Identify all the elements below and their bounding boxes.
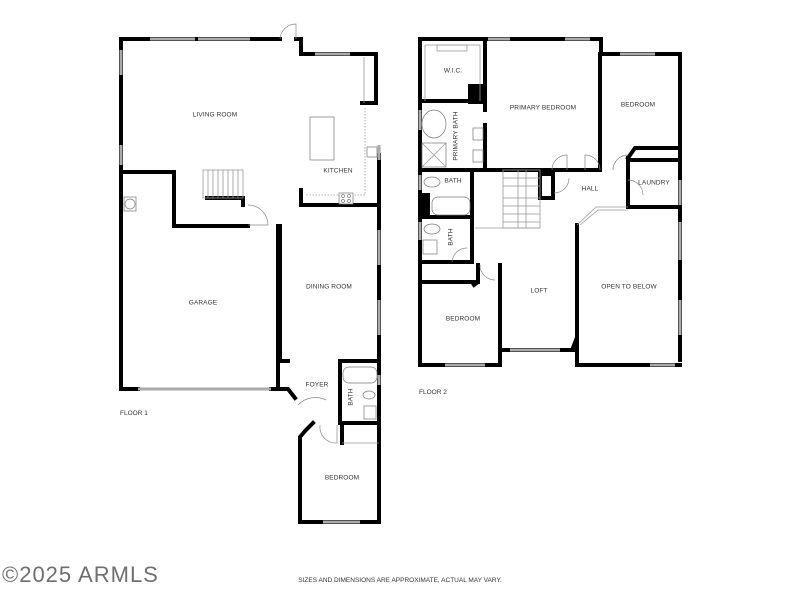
room-label-open-to-below: OPEN TO BELOW [601, 283, 657, 291]
floor-1-fixtures [123, 23, 379, 444]
room-label-primary-bath: PRIMARY BATH [452, 111, 460, 161]
room-label-bedroom-f1: BEDROOM [324, 474, 360, 482]
room-label-foyer: FOYER [305, 381, 329, 389]
room-label-living-room: LIVING ROOM [192, 111, 238, 119]
floor-2-fixtures [421, 44, 644, 281]
room-label-hall: HALL [581, 185, 599, 193]
floor-2-label: FLOOR 2 [419, 389, 447, 396]
room-label-primary-bedroom: PRIMARY BEDROOM [509, 104, 577, 112]
room-label-garage: GARAGE [188, 299, 218, 307]
room-label-bath-lower: BATH [447, 228, 455, 246]
floor-1-label: FLOOR 1 [120, 410, 148, 417]
room-label-bath-f1: BATH [347, 388, 355, 406]
floor-1-walls [119, 37, 381, 524]
room-label-bedroom-sw: BEDROOM [445, 315, 481, 323]
watermark: ©2025 ARMLS [2, 562, 159, 587]
room-label-bedroom-ne: BEDROOM [620, 101, 656, 109]
room-label-loft: LOFT [530, 287, 548, 295]
floor-2-windows [418, 37, 682, 367]
room-label-wic: W.I.C. [443, 67, 463, 75]
room-label-bath-upper: BATH [444, 177, 462, 185]
room-label-kitchen: KITCHEN [323, 167, 353, 175]
floor-1-windows [119, 37, 381, 524]
disclaimer-text: SIZES AND DIMENSIONS ARE APPROXIMATE, AC… [298, 577, 502, 584]
room-label-laundry: LAUNDRY [638, 179, 670, 187]
room-label-dining-room: DINING ROOM [306, 283, 352, 291]
